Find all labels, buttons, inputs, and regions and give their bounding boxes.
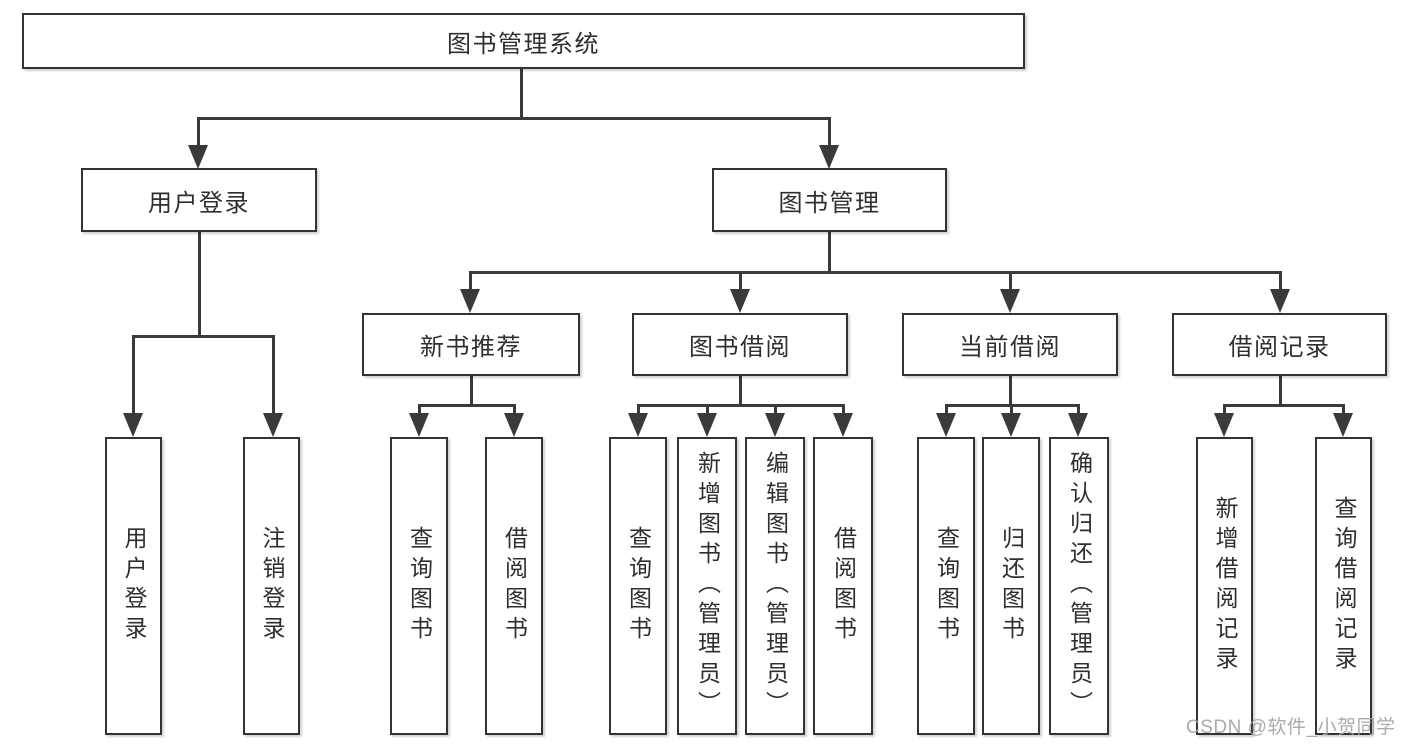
- connector-drop-l3: [469, 271, 472, 291]
- node-book-management: 图书管理: [712, 168, 947, 232]
- connector-drop-leaf: [637, 404, 640, 416]
- arrowhead-leaf: [409, 413, 429, 437]
- arrowhead-leaf: [765, 413, 785, 437]
- connector-root-stem: [520, 68, 523, 118]
- leaf-query-books-current: 查询图书: [917, 437, 975, 735]
- leaf-user-login-label: 用户登录: [121, 526, 147, 646]
- leaf-query-books-borrow-label: 查询图书: [625, 526, 652, 646]
- connector-drop-leaf: [1342, 404, 1345, 416]
- leaf-confirm-return-admin-label: 确认归还（管理员）: [1066, 451, 1093, 721]
- node-book-borrow-label: 图书借阅: [689, 334, 791, 361]
- connector-drop-l3: [1009, 271, 1012, 291]
- connector-drop-l3: [1279, 271, 1282, 291]
- leaf-borrow-books-recommend: 借阅图书: [485, 437, 543, 735]
- arrowhead-l3: [1270, 289, 1290, 313]
- arrowhead-user-login: [188, 145, 208, 169]
- node-new-book-recommend: 新书推荐: [362, 313, 580, 376]
- arrowhead-leaf: [697, 413, 717, 437]
- connector-drop-leaf: [418, 404, 421, 416]
- arrowhead-leaf: [833, 413, 853, 437]
- leaf-add-borrow-record: 新增借阅记录: [1196, 437, 1253, 735]
- leaf-logout: 注销登录: [243, 437, 300, 735]
- connector-drop-leaf: [945, 404, 948, 416]
- connector-user-tee: [132, 335, 275, 338]
- arrowhead-leaf: [1214, 413, 1234, 437]
- connector-group-stem: [1009, 375, 1012, 406]
- leaf-return-books: 归还图书: [982, 437, 1040, 735]
- leaf-edit-books-admin: 编辑图书（管理员）: [745, 437, 805, 735]
- arrowhead-leaf: [504, 413, 524, 437]
- node-book-management-label: 图书管理: [778, 189, 881, 217]
- leaf-add-books-admin-label: 新增图书（管理员）: [694, 451, 721, 721]
- node-current-borrow: 当前借阅: [902, 313, 1118, 376]
- connector-group-tee: [1223, 404, 1345, 407]
- node-current-borrow-label: 当前借阅: [959, 334, 1061, 361]
- leaf-query-books-current-label: 查询图书: [933, 526, 960, 646]
- connector-drop-leaf: [1077, 404, 1080, 416]
- connector-drop-leaf: [272, 335, 275, 415]
- arrowhead-book-mgmt: [819, 145, 839, 169]
- connector-user-stem: [198, 231, 201, 338]
- connector-level3-tee: [469, 271, 1282, 274]
- node-borrow-records: 借阅记录: [1172, 313, 1387, 376]
- connector-group-stem: [1279, 375, 1282, 406]
- connector-group-stem: [470, 375, 473, 406]
- arrowhead-leaf: [936, 413, 956, 437]
- arrowhead-leaf: [1001, 413, 1021, 437]
- connector-drop-user: [197, 117, 200, 147]
- leaf-query-borrow-record: 查询借阅记录: [1315, 437, 1372, 735]
- leaf-borrow-books: 借阅图书: [813, 437, 873, 735]
- leaf-borrow-books-label: 借阅图书: [830, 526, 857, 646]
- connector-group-tee: [637, 404, 845, 407]
- arrowhead-l3: [1000, 289, 1020, 313]
- connector-drop-mgmt: [828, 117, 831, 147]
- leaf-query-books-borrow: 查询图书: [609, 437, 667, 735]
- connector-drop-l3: [739, 271, 742, 291]
- leaf-query-books-recommend: 查询图书: [390, 437, 448, 735]
- leaf-add-books-admin: 新增图书（管理员）: [677, 437, 737, 735]
- connector-drop-leaf: [513, 404, 516, 416]
- node-user-login: 用户登录: [81, 168, 317, 232]
- arrowhead-leaf: [1068, 413, 1088, 437]
- connector-drop-leaf: [1010, 404, 1013, 416]
- leaf-query-borrow-record-label: 查询借阅记录: [1331, 496, 1357, 676]
- leaf-return-books-label: 归还图书: [998, 526, 1025, 646]
- connector-level2-tee: [197, 117, 831, 120]
- node-book-borrow: 图书借阅: [632, 313, 848, 376]
- connector-drop-leaf: [842, 404, 845, 416]
- node-borrow-records-label: 借阅记录: [1228, 334, 1331, 361]
- connector-drop-leaf: [774, 404, 777, 416]
- connector-mgmt-stem: [828, 231, 831, 273]
- leaf-confirm-return-admin: 确认归还（管理员）: [1049, 437, 1109, 735]
- leaf-query-books-recommend-label: 查询图书: [406, 526, 433, 646]
- node-root-label: 图书管理系统: [447, 30, 600, 58]
- node-root: 图书管理系统: [22, 13, 1025, 69]
- arrowhead-leaf: [1333, 413, 1353, 437]
- node-new-book-recommend-label: 新书推荐: [420, 334, 522, 361]
- leaf-user-login: 用户登录: [105, 437, 162, 735]
- connector-drop-leaf: [706, 404, 709, 416]
- arrowhead-l3: [460, 289, 480, 313]
- connector-drop-leaf: [132, 335, 135, 415]
- connector-group-tee: [418, 404, 516, 407]
- arrowhead-leaf: [123, 413, 143, 437]
- leaf-logout-label: 注销登录: [259, 526, 285, 646]
- connector-drop-leaf: [1223, 404, 1226, 416]
- csdn-watermark: CSDN @软件_小贺同学: [1186, 717, 1396, 738]
- leaf-add-borrow-record-label: 新增借阅记录: [1212, 496, 1238, 676]
- arrowhead-leaf: [628, 413, 648, 437]
- node-user-login-label: 用户登录: [148, 189, 250, 217]
- arrowhead-l3: [730, 289, 750, 313]
- leaf-edit-books-admin-label: 编辑图书（管理员）: [762, 451, 789, 721]
- leaf-borrow-books-recommend-label: 借阅图书: [501, 526, 528, 646]
- connector-group-stem: [739, 375, 742, 406]
- arrowhead-leaf: [263, 413, 283, 437]
